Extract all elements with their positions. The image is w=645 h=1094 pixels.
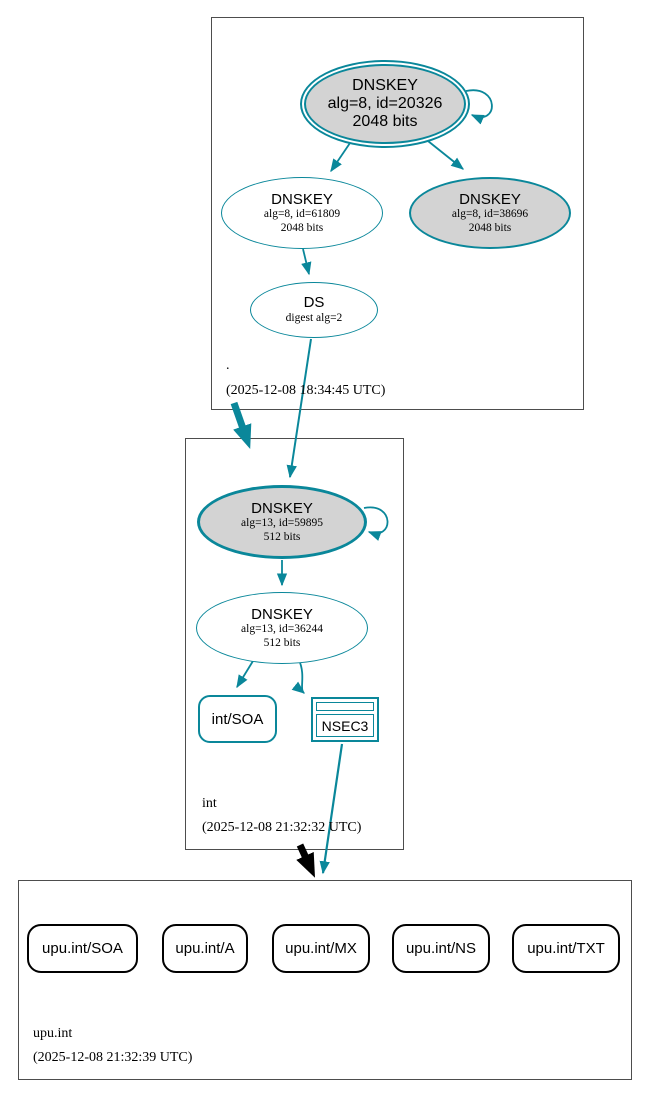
zone-name-upu-int: upu.int [33, 1026, 73, 1041]
zone-timestamp-root: (2025-12-08 18:34:45 UTC) [226, 383, 386, 398]
node-title: DNSKEY [251, 499, 313, 517]
dnskey-61809-node[interactable]: DNSKEY alg=8, id=61809 2048 bits [221, 177, 383, 249]
upu-int-soa-node[interactable]: upu.int/SOA [27, 924, 138, 973]
node-detail-alg: alg=13, id=59895 [241, 516, 323, 529]
upu-int-a-node[interactable]: upu.int/A [162, 924, 248, 973]
node-detail-bits: 2048 bits [352, 113, 418, 130]
node-detail-alg: alg=8, id=38696 [451, 207, 529, 220]
dnskey-36244-node[interactable]: DNSKEY alg=13, id=36244 512 bits [196, 592, 368, 664]
node-detail-digest: digest alg=2 [285, 311, 343, 324]
node-title: DS [303, 294, 325, 312]
node-title: DNSKEY [271, 190, 333, 208]
zone-timestamp-int: (2025-12-08 21:32:32 UTC) [202, 820, 362, 835]
ds-node[interactable]: DS digest alg=2 [250, 282, 378, 338]
nsec3-node[interactable]: NSEC3 [311, 697, 379, 742]
zone-timestamp-upu-int: (2025-12-08 21:32:39 UTC) [33, 1050, 193, 1065]
rrset-label: upu.int/NS [405, 940, 477, 957]
rrset-label: upu.int/MX [285, 940, 357, 957]
upu-int-ns-node[interactable]: upu.int/NS [392, 924, 490, 973]
upu-int-txt-node[interactable]: upu.int/TXT [512, 924, 620, 973]
node-detail-bits: 512 bits [263, 636, 301, 649]
node-title: DNSKEY [251, 605, 313, 623]
zone-name-root: . [226, 358, 230, 373]
upu-int-mx-node[interactable]: upu.int/MX [272, 924, 370, 973]
nsec3-band [316, 702, 374, 711]
node-title: DNSKEY [459, 190, 521, 208]
dnskey-59895-node[interactable]: DNSKEY alg=13, id=59895 512 bits [197, 485, 367, 559]
zone-box-upu-int [18, 880, 632, 1080]
zone-name-int: int [202, 796, 217, 811]
node-detail-bits: 2048 bits [280, 221, 324, 234]
rrset-label: upu.int/TXT [527, 940, 605, 957]
node-title: DNSKEY [352, 77, 418, 94]
int-soa-node[interactable]: int/SOA [198, 695, 277, 743]
dnskey-20326-body: DNSKEY alg=8, id=20326 2048 bits [304, 64, 466, 144]
rrset-label: int/SOA [211, 710, 264, 728]
node-detail-bits: 512 bits [263, 530, 301, 543]
nsec3-label: NSEC3 [316, 714, 374, 737]
rrset-label: upu.int/SOA [42, 940, 123, 957]
node-detail-alg: alg=8, id=20326 [327, 95, 443, 112]
node-detail-bits: 2048 bits [468, 221, 512, 234]
dnskey-20326-node[interactable]: DNSKEY alg=8, id=20326 2048 bits [300, 60, 470, 148]
dnskey-38696-node[interactable]: DNSKEY alg=8, id=38696 2048 bits [409, 177, 571, 249]
node-detail-alg: alg=8, id=61809 [263, 207, 341, 220]
node-detail-alg: alg=13, id=36244 [241, 622, 323, 635]
rrset-label: upu.int/A [175, 940, 235, 957]
